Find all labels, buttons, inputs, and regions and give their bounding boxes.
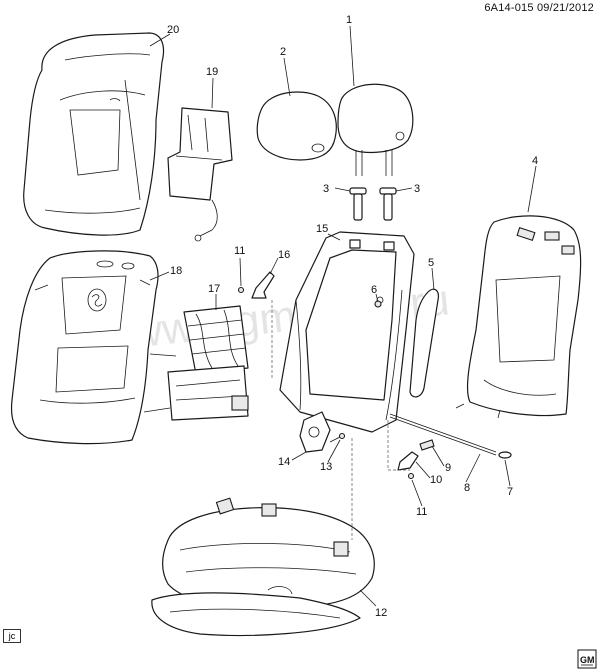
callout-4: 4	[532, 155, 538, 167]
callout-15: 15	[316, 223, 328, 235]
cable-part	[389, 413, 497, 456]
lumbar-actuator-part	[143, 353, 249, 421]
seat-cushion-assembly-part	[151, 497, 375, 637]
callout-12: 12	[375, 607, 387, 619]
side-bolster-part	[409, 288, 439, 398]
corner-tag: jc	[3, 629, 21, 643]
diagram-code: 6A14-015	[484, 2, 534, 14]
diagram-header: 6A14-015 09/21/2012	[484, 2, 594, 14]
lumbar-support-part	[183, 305, 249, 375]
callout-16: 16	[278, 249, 290, 261]
headrest-part	[337, 83, 414, 176]
callout-14: 14	[278, 456, 290, 468]
callout-9: 9	[445, 462, 451, 474]
callout-11-upper: 11	[234, 245, 245, 257]
assembly-guide-lines	[271, 300, 410, 540]
callout-19: 19	[206, 66, 218, 78]
bolt-part	[329, 432, 346, 443]
lower-bracket-part	[397, 451, 419, 471]
gm-logo: GM	[577, 649, 597, 669]
callout-7: 7	[507, 486, 513, 498]
clip-part	[419, 439, 435, 451]
leader-lines	[149, 25, 537, 607]
callout-11-lower: 11	[416, 506, 427, 518]
callout-5: 5	[428, 257, 434, 269]
headrest-guide-right-part	[379, 187, 397, 221]
push-nut-upper-part	[237, 286, 245, 294]
gm-logo-text: GM	[580, 655, 595, 665]
callout-17: 17	[208, 283, 220, 295]
diagram-date: 09/21/2012	[536, 2, 594, 14]
push-nut-lower-part	[407, 472, 415, 480]
bracket-part	[251, 271, 275, 299]
callout-18: 18	[170, 265, 182, 277]
headrest-guide-left-part	[349, 187, 367, 221]
seatback-rear-panel-part	[455, 215, 582, 419]
seatback-cover-part	[23, 32, 165, 236]
airbag-module-part	[167, 107, 233, 242]
callout-13: 13	[320, 461, 332, 473]
callout-10: 10	[430, 474, 442, 486]
callout-20: 20	[167, 24, 179, 36]
cable-end-part	[498, 451, 512, 459]
headrest-cover-part	[256, 91, 337, 161]
motor-part	[299, 411, 331, 453]
callout-6: 6	[371, 284, 377, 296]
callout-3-left: 3	[323, 183, 329, 195]
seatback-frame-part	[279, 231, 415, 433]
callout-8: 8	[464, 482, 470, 494]
callout-1: 1	[346, 14, 352, 26]
callout-2: 2	[280, 46, 286, 58]
callout-3-right: 3	[414, 183, 420, 195]
seatback-trim-part	[10, 250, 159, 445]
